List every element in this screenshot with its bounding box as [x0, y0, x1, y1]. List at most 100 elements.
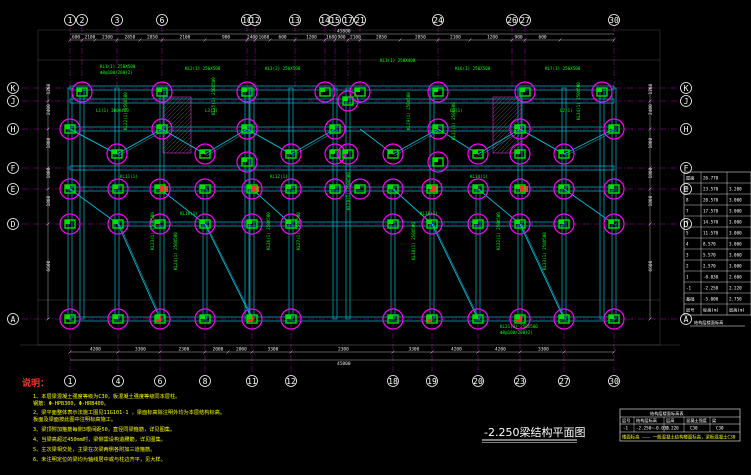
axis-bubble-bottom-circle: [64, 375, 76, 387]
column-marker-circle: [280, 213, 302, 235]
column-fill: [515, 125, 520, 129]
beam-diagonal: [519, 223, 565, 320]
hatch-line: [162, 96, 188, 122]
dim-tick: [346, 38, 350, 42]
dim-text-top: 1200: [487, 35, 498, 41]
hatch-line: [162, 96, 184, 118]
beam-label: KL1(1) 250X400: [380, 58, 416, 63]
dim-tick: [333, 38, 337, 42]
column-fill: [286, 315, 291, 319]
elevation-cell: 3.000: [729, 220, 742, 225]
column-marker-circle: [337, 143, 359, 165]
beam-label-vertical: KL27(1) 250X500: [296, 212, 301, 250]
column-fill: [65, 185, 70, 189]
axis-bubble-top: 30: [609, 16, 619, 25]
dim-tick: [46, 127, 50, 131]
column-fill: [559, 220, 564, 224]
dim-tick: [46, 187, 50, 191]
axis-bubble-top: 10: [242, 16, 252, 25]
column-marker-circle: [603, 213, 625, 235]
dim-text-top: 900: [515, 35, 523, 41]
hatch-line: [492, 116, 522, 146]
note-line: 1、本层梁混凝土强度等级为C30，板混凝土强度等级同本层柱。: [33, 392, 180, 400]
beam-diagonal: [206, 130, 250, 156]
axis-bubble-top: 12: [250, 16, 260, 25]
hatch-line: [500, 132, 522, 154]
column-fill: [433, 88, 438, 92]
hatch-line: [492, 96, 502, 106]
axis-bubble-bottom: 4: [116, 377, 121, 386]
hatch-line: [492, 96, 522, 126]
column-fill: [247, 315, 252, 319]
dim-tick: [158, 350, 162, 354]
column-fill: [200, 315, 205, 319]
dim-text-top: 2100: [85, 35, 96, 41]
hatch-line: [492, 108, 522, 138]
dim-text-side: 1800: [648, 167, 654, 178]
axis-bubble-top: 6: [160, 16, 165, 25]
column-fill: [433, 158, 438, 162]
beam-diagonal: [116, 128, 163, 155]
column-fill: [286, 220, 291, 224]
elevation-caption: 结构层楼面标高: [694, 319, 723, 326]
dim-text-side: 1800: [648, 137, 654, 148]
dim-text-top: 900: [222, 35, 230, 41]
dim-text-top: 2400: [247, 35, 258, 41]
axis-bubble-left-circle: [7, 183, 19, 195]
column-fill: [242, 125, 247, 129]
beam-label: L5(1): [450, 108, 463, 113]
dim-tick: [323, 38, 327, 42]
column-fill: [559, 315, 564, 319]
beam-label-vertical: KL23(1) 250X500: [150, 212, 155, 250]
column-fill: [65, 125, 70, 129]
elevation-cell: 3.000: [729, 264, 742, 269]
hatch-line: [492, 96, 514, 118]
dim-tick: [68, 350, 72, 354]
column-marker-circle: [421, 308, 443, 330]
beam-label-vertical: KL29(1) 250X500: [406, 92, 411, 130]
beam-diagonal: [71, 190, 121, 226]
axis-bubble-bottom-circle: [472, 375, 484, 387]
beam-label: KL21(3) 250X500: [500, 324, 538, 329]
drawing-title: -2.250梁结构平面图: [482, 425, 585, 443]
column-fill: [65, 220, 70, 224]
dim-tick: [436, 38, 440, 42]
axis-bubble-bottom-circle: [387, 375, 399, 387]
note-line: 4、当梁高超过450mm时，梁侧需设构造腰筋，详见图集。: [33, 435, 166, 443]
column-fill: [242, 158, 247, 162]
dim-tick: [648, 317, 652, 321]
elevation-cell: 23.570: [703, 187, 719, 192]
axis-bubble-top-circle: [608, 14, 620, 26]
elevation-cell: 3.000: [729, 253, 742, 258]
elevation-cell: 2.600: [729, 275, 742, 280]
hatch-line: [162, 96, 176, 110]
column-fill: [200, 185, 205, 189]
beam-label: Φ8@100/200(2): [500, 330, 533, 335]
beam-diagonal: [565, 130, 617, 156]
column-marker-circle: [509, 178, 531, 200]
dim-tick: [648, 127, 652, 131]
column-fill: [355, 88, 360, 92]
column-marker-circle: [553, 213, 575, 235]
axis-bubble-top-circle: [289, 14, 301, 26]
column-marker-circle: [71, 81, 93, 103]
axis-bubble-bottom: 19: [427, 377, 437, 386]
axis-bubble-bottom-circle: [199, 375, 211, 387]
hatch-line: [492, 96, 518, 122]
column-marker-circle: [151, 118, 173, 140]
elevation-cell: 14.570: [703, 220, 719, 225]
dim-text-top: 600: [539, 35, 547, 41]
axis-bubble-bottom: 18: [388, 377, 398, 386]
dim-tick: [250, 350, 254, 354]
column-marker-circle: [603, 118, 625, 140]
beam-label: Φ8@100/200(2): [100, 70, 133, 75]
beam-label: KL11(1): [120, 174, 138, 179]
column-marker-circle: [59, 118, 81, 140]
column-marker-circle: [149, 178, 171, 200]
axis-bubble-top-circle: [519, 14, 531, 26]
axis-bubble-right: A: [684, 315, 689, 324]
column-marker-circle: [509, 143, 531, 165]
hatch-line: [162, 96, 180, 114]
